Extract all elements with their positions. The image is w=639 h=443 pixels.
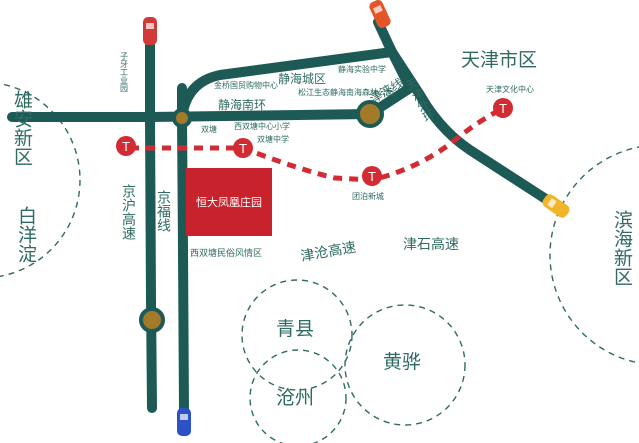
tianjin-outer-ring-label: 天津外环 <box>402 75 437 124</box>
tianjin-outer-ring <box>373 17 560 210</box>
xishuangtang-primary-label: 西双塘中心小学 <box>234 121 290 131</box>
jingfu-label: 京福线 <box>155 190 171 232</box>
svg-text:T: T <box>367 170 376 184</box>
baiyangdian-label: 白洋淀 <box>15 206 37 263</box>
jincang-label: 津沧高速 <box>299 239 357 265</box>
ziya-label: 子牙工业园 <box>120 52 129 93</box>
svg-text:T: T <box>238 142 247 156</box>
cangzhou-label: 沧州 <box>276 387 314 409</box>
huanghua-label: 黄骅 <box>383 351 421 373</box>
huanghua-boundary <box>344 304 466 426</box>
jinghai-south-ring-label: 静海南环 <box>218 97 266 112</box>
node-jinghai <box>356 100 384 128</box>
songjiang-label: 松江生态静海南海森林公园 <box>298 87 394 97</box>
metro-icon-shuangtang: T <box>233 138 253 158</box>
rail-line <box>130 107 502 183</box>
svg-text:T: T <box>498 102 507 116</box>
jinghai-south-ring <box>7 109 375 122</box>
tuanbo-label: 团泊新城 <box>352 191 384 201</box>
binhai-label: 滨海新区 <box>611 210 633 286</box>
shuangtang-label: 双塘 <box>201 124 217 134</box>
car-yellow-icon <box>542 194 570 218</box>
tianjin-label: 天津市区 <box>461 49 537 71</box>
svg-text:T: T <box>121 140 130 154</box>
jinshi-label: 津石高速 <box>403 236 459 253</box>
xiongan-boundary <box>0 82 81 278</box>
metro-icon-tuanbo: T <box>362 166 382 186</box>
node-shuangtang <box>172 108 192 128</box>
binhai-boundary <box>549 146 639 364</box>
car-orange-icon <box>369 0 391 29</box>
project-name[interactable]: 恒大凤凰庄园 <box>196 195 262 209</box>
cangzhou-boundary <box>249 349 347 443</box>
jinghai-city-label: 静海城区 <box>278 71 326 86</box>
qingxian-boundary <box>241 279 353 391</box>
jinqiao-label: 金桥国贸购物中心 <box>214 80 278 90</box>
metro-icon-west: T <box>116 136 136 156</box>
car-red-icon <box>143 17 157 45</box>
car-blue-icon <box>177 408 191 436</box>
xiongan-label: 雄安新区 <box>11 90 33 166</box>
folk-area-label: 西双塘民俗风情区 <box>190 247 262 259</box>
shuangtang-middle-label: 双塘中学 <box>257 134 289 144</box>
jinghu-label: 京沪高速 <box>120 184 136 241</box>
metro-icon-culture: T <box>493 98 513 118</box>
culture-center-label: 天津文化中心 <box>486 84 534 94</box>
node-south <box>139 307 165 333</box>
project-block[interactable] <box>186 168 272 236</box>
jingfu-road <box>177 83 189 417</box>
jinghu-expressway <box>145 40 157 413</box>
qingxian-label: 青县 <box>276 318 314 340</box>
jinghai-school-label: 静海实验中学 <box>338 64 386 74</box>
